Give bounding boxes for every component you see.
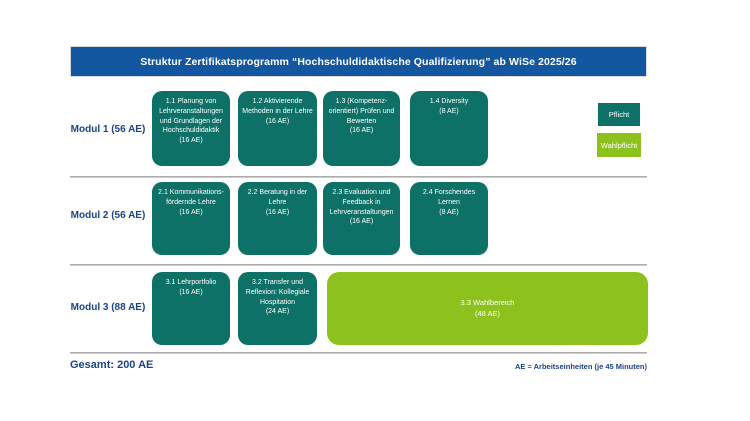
row-separator (70, 352, 647, 354)
course-title: 3.3 Wahlbereich (460, 298, 515, 307)
course-box-3-2: 3.2 Transfer und Reflexion: Kollegiale H… (238, 272, 317, 345)
course-box-1-3: 1.3 (Kompetenz-orientiert) Prüfen und Be… (323, 91, 400, 166)
course-ae: (16 AE) (179, 208, 203, 216)
course-box-2-3: 2.3 Evaluation und Feedback in Lehrveran… (323, 182, 400, 255)
legend-wahlpflicht-label: Wahlpflicht (600, 140, 638, 150)
course-ae: (16 AE) (349, 218, 374, 226)
module-2-label: Modul 2 (56 AE) (70, 210, 146, 221)
course-box-3-3-wahlbereich: 3.3 Wahlbereich (48 AE) (327, 272, 648, 345)
module-3-label: Modul 3 (88 AE) (70, 302, 146, 313)
course-title: 2.4 Forschendes Lernen (422, 189, 476, 206)
course-ae: (16 AE) (179, 137, 203, 145)
course-box-2-4: 2.4 Forschendes Lernen (8 AE) (410, 182, 488, 255)
course-title: 2.2 Beratung in der Lehre (247, 189, 308, 206)
legend-pflicht-label: Pflicht (608, 110, 630, 119)
course-title: 1.3 (Kompetenz-orientiert) Prüfen und Be… (328, 98, 395, 125)
course-title: 1.1 Planung von Lehrveranstaltungen und … (159, 98, 223, 135)
course-ae: (48 AE) (474, 308, 500, 318)
course-title: 2.1 Kommunikations-fördernde Lehre (158, 189, 224, 206)
course-box-3-1: 3.1 Lehrportfolio (16 AE) (152, 272, 230, 345)
course-box-1-2: 1.2 Aktivierende Methoden in der Lehre (… (238, 91, 317, 166)
course-ae: (16 AE) (349, 127, 374, 135)
course-ae: (16 AE) (265, 117, 290, 125)
course-box-1-1: 1.1 Planung von Lehrveranstaltungen und … (152, 91, 230, 166)
header-bar: Struktur Zertifikatsprogramm “Hochschuld… (70, 46, 647, 77)
footer-note: AE = Arbeitseinheiten (je 45 Minuten) (514, 362, 647, 371)
course-box-2-1: 2.1 Kommunikations-fördernde Lehre (16 A… (152, 182, 230, 255)
course-ae: (8 AE) (439, 107, 459, 115)
course-ae: (24 AE) (265, 308, 290, 316)
legend-pflicht: Pflicht (598, 103, 640, 126)
page-title: Struktur Zertifikatsprogramm “Hochschuld… (140, 55, 577, 68)
course-box-2-2: 2.2 Beratung in der Lehre (16 AE) (238, 182, 317, 255)
footer-total: Gesamt: 200 AE (70, 359, 154, 371)
row-separator (70, 176, 647, 178)
course-title: 3.1 Lehrportfolio (165, 279, 217, 286)
course-title: 2.3 Evaluation und Feedback in Lehrveran… (329, 189, 394, 216)
legend-wahlpflicht: Wahlpflicht (597, 133, 641, 157)
course-title: 3.2 Transfer und Reflexion: Kollegiale H… (245, 279, 310, 306)
course-ae: (8 AE) (439, 208, 459, 216)
course-box-1-4: 1.4 Diversity (8 AE) (410, 91, 488, 166)
row-separator (70, 264, 647, 266)
course-ae: (16 AE) (265, 208, 290, 216)
course-ae: (16 AE) (179, 288, 203, 296)
module-1-label: Modul 1 (56 AE) (70, 124, 146, 135)
course-title: 1.2 Aktivierende Methoden in der Lehre (242, 98, 313, 115)
course-title: 1.4 Diversity (429, 98, 469, 105)
